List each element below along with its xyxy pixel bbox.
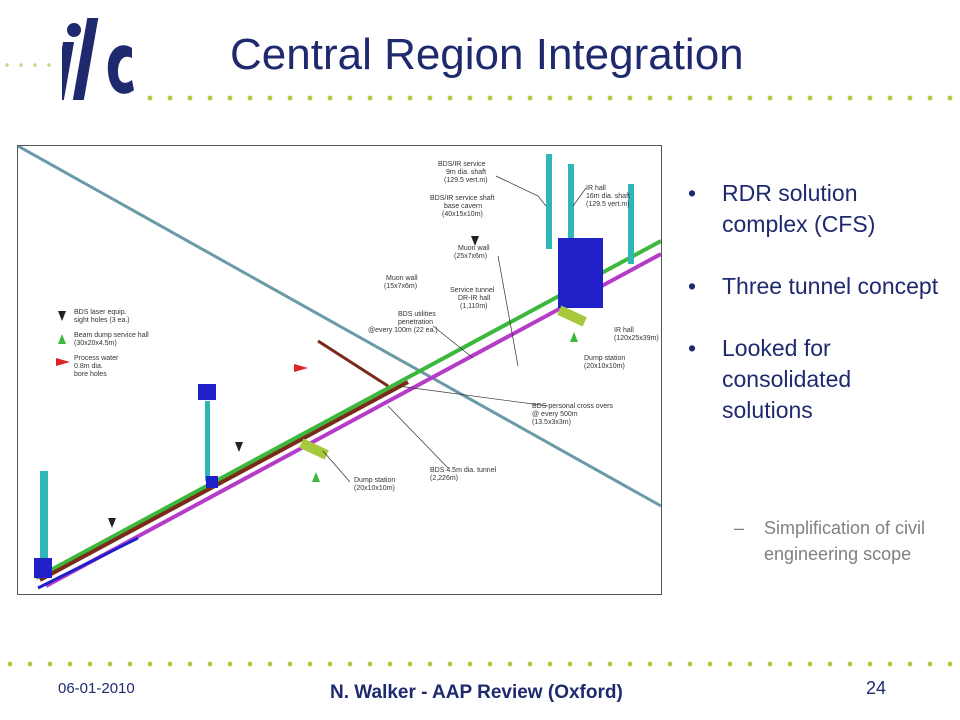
left-hall (34, 558, 52, 578)
bullet-text: Three tunnel concept (722, 273, 939, 299)
bullet-item: • RDR solution complex (CFS) (688, 178, 948, 240)
bullet-item: • Looked for consolidated solutions (688, 333, 948, 426)
sub-bullet-item: –Simplification of civil engineering sco… (688, 515, 960, 567)
tunnel-layout-diagram: BDS laser equip.sight holes (3 ea.) Beam… (17, 144, 662, 595)
bullet-item: • Three tunnel concept (688, 271, 948, 302)
bullet-mark: • (688, 180, 697, 206)
dump-station-left (299, 438, 329, 460)
label-dump-station-left: Dump station(20x10x10m) (354, 477, 395, 492)
leader-ir-shaft (572, 187, 587, 207)
label-cross-overs: BDS personal cross overs@ every 500m(13.… (532, 403, 613, 426)
legend-text-dump: Beam dump service hall(30x20x4.5m) (74, 332, 149, 347)
sub-bullet-text: Simplification of civil engineering scop… (764, 518, 926, 564)
leader-crossovers (397, 385, 549, 407)
blue-tunnel-start (37, 536, 139, 590)
legend-water-flag (56, 358, 70, 366)
mid-hall-top (198, 384, 216, 400)
label-muon-wall-2: Muon wall(15x7x6m) (384, 275, 418, 290)
process-water-flag (294, 364, 308, 372)
sub-bullet-mark: – (734, 518, 745, 538)
dump-hall-marker-2 (570, 332, 578, 342)
top-left-dot-rule (0, 62, 60, 68)
label-ir-hall: IR hall(120x25x39m) (614, 327, 659, 342)
legend-laser-marker (58, 311, 66, 321)
bottom-dot-rule (0, 661, 960, 667)
leader-dump-left (322, 450, 351, 483)
bullet-mark: • (688, 335, 697, 361)
laser-marker-1 (108, 518, 116, 528)
mid-hall-bottom (206, 476, 218, 488)
dump-hall-marker-1 (312, 472, 320, 482)
leader-muon (497, 255, 519, 367)
ir-shaft-1 (546, 154, 552, 249)
slide-title: Central Region Integration (230, 30, 744, 79)
bullet-text: Looked for consolidated solutions (722, 335, 852, 423)
left-shaft (40, 471, 48, 566)
laser-marker-3 (471, 236, 479, 246)
slide-date: 06-01-2010 (58, 680, 135, 697)
leader-bds-tunnel (387, 405, 449, 469)
leader-utilities (432, 325, 474, 359)
leader-bds-service (495, 175, 547, 207)
legend-text-laser: BDS laser equip.sight holes (3 ea.) (74, 309, 130, 324)
bullet-list: • RDR solution complex (CFS) • Three tunne… (688, 178, 948, 457)
bullet-mark: • (688, 273, 697, 299)
legend-dump-marker (58, 334, 66, 344)
bullet-text: RDR solution complex (CFS) (722, 180, 876, 237)
brown-tunnel (39, 380, 409, 582)
label-bds-tunnel: BDS 4.5m dia. tunnel(2,226m) (430, 467, 497, 482)
ir-hall (558, 238, 603, 308)
label-muon-wall-1: Muon wall(25x7x6m) (454, 245, 490, 260)
crossing-line (17, 144, 662, 508)
dump-station-right (557, 305, 587, 327)
ir-shaft-2 (568, 164, 574, 249)
mid-shaft (205, 401, 210, 481)
top-dot-rule (140, 95, 960, 101)
green-tunnel (35, 239, 662, 580)
slide-footer: N. Walker - AAP Review (Oxford) (330, 682, 623, 703)
label-dump-station-right: Dump station(20x10x10m) (584, 355, 625, 370)
brown-branch (317, 339, 389, 388)
ir-shaft-3 (628, 184, 634, 264)
page-number: 24 (866, 678, 887, 698)
magenta-tunnel (45, 252, 662, 588)
ilc-logo (62, 18, 134, 100)
laser-marker-2 (235, 442, 243, 452)
